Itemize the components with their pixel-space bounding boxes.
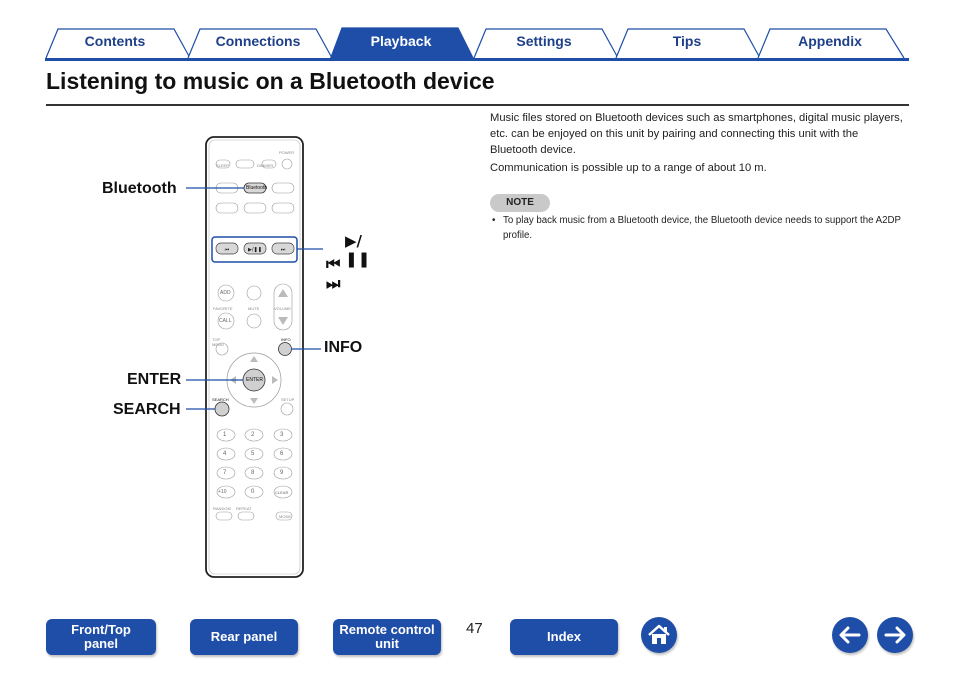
remote-topmenu-key-label: TOP MENU: [212, 337, 224, 347]
note-item: • To play back music from a Bluetooth de…: [492, 214, 902, 243]
forward-button[interactable]: [877, 617, 913, 653]
remote-add-key-label: ADD: [220, 290, 231, 296]
callout-search: SEARCH: [113, 401, 181, 418]
remote-key-6: 6: [280, 451, 284, 457]
remote-key-7: 7: [223, 470, 227, 476]
remote-control-unit-label: Remote control unit: [339, 622, 435, 651]
remote-mode-key-label: MODE: [279, 514, 291, 519]
remote-control-unit-button[interactable]: Remote control unit: [333, 619, 441, 655]
callout-skip: ⏮ ⏭: [326, 254, 343, 293]
remote-dimmer-key-label: DIMMER: [257, 163, 274, 168]
remote-key-4: 4: [223, 451, 227, 457]
remote-random-key-label: RANDOM: [213, 506, 231, 511]
remote-key-9: 9: [280, 470, 284, 476]
remote-bluetooth-key-label: Bluetooth: [246, 185, 268, 191]
body-text: Music files stored on Bluetooth devices …: [490, 110, 905, 178]
title-divider: [46, 104, 909, 106]
remote-key-plus10: +10: [218, 489, 227, 495]
remote-key-5: 5: [251, 451, 255, 457]
svg-text:⏭: ⏭: [281, 247, 286, 253]
remote-mute-key-label: MUTE: [248, 306, 260, 311]
remote-search-key-label: SEARCH: [212, 397, 229, 402]
page-number: 47: [466, 620, 483, 637]
remote-call-key-label: CALL: [219, 318, 232, 324]
tab-connections[interactable]: Connections: [215, 33, 301, 49]
index-label: Index: [547, 629, 581, 644]
note-badge: NOTE: [490, 194, 550, 212]
remote-sleep-key-label: SLEEP: [216, 163, 229, 168]
front-top-panel-button[interactable]: Front/Top panel: [46, 619, 156, 655]
remote-info-key-label: INFO: [281, 337, 291, 342]
remote-clear-key-label: CLEAR: [275, 490, 289, 495]
callout-play-pause: ▶/❚❚: [345, 232, 371, 268]
note-bullet: •: [492, 215, 496, 226]
remote-key-3: 3: [280, 432, 284, 438]
home-button[interactable]: [641, 617, 677, 653]
remote-volume-key-label: VOLUME: [274, 306, 291, 311]
note-text: To play back music from a Bluetooth devi…: [503, 215, 901, 241]
remote-key-1: 1: [223, 432, 227, 438]
callout-enter: ENTER: [127, 371, 182, 388]
rear-panel-label: Rear panel: [210, 629, 278, 644]
body-paragraph-2: Communication is possible up to a range …: [490, 162, 767, 174]
back-button[interactable]: [832, 617, 868, 653]
body-paragraph-1: Music files stored on Bluetooth devices …: [490, 112, 903, 156]
tab-playback[interactable]: Playback: [370, 33, 432, 49]
tab-appendix[interactable]: Appendix: [798, 33, 862, 49]
arrow-right-icon: [884, 626, 906, 644]
index-button[interactable]: Index: [510, 619, 618, 655]
svg-text:⏮: ⏮: [225, 247, 230, 253]
arrow-left-icon: [839, 626, 861, 644]
home-icon: [648, 624, 670, 644]
front-top-panel-label: Front/Top panel: [71, 622, 131, 651]
remote-key-2: 2: [251, 432, 255, 438]
tab-contents[interactable]: Contents: [84, 33, 146, 49]
tab-tips[interactable]: Tips: [672, 33, 702, 49]
page-title: Listening to music on a Bluetooth device: [46, 68, 495, 94]
remote-repeat-key-label: REPEAT: [236, 506, 252, 511]
callout-info: INFO: [324, 339, 363, 356]
tab-settings[interactable]: Settings: [516, 33, 572, 49]
remote-power-key-label: POWER: [279, 150, 295, 155]
remote-enter-key-label: ENTER: [246, 377, 263, 383]
remote-key-8: 8: [251, 470, 255, 476]
remote-favorite-key-label: FAVORITE: [213, 306, 233, 311]
svg-text:▶/❚❚: ▶/❚❚: [248, 247, 262, 253]
rear-panel-button[interactable]: Rear panel: [190, 619, 298, 655]
callout-bluetooth: Bluetooth: [102, 180, 177, 197]
top-tab-bar: Contents Connections Playback Settings T…: [0, 0, 954, 64]
remote-setup-key-label: SETUP: [281, 397, 295, 402]
remote-key-0: 0: [251, 489, 255, 495]
